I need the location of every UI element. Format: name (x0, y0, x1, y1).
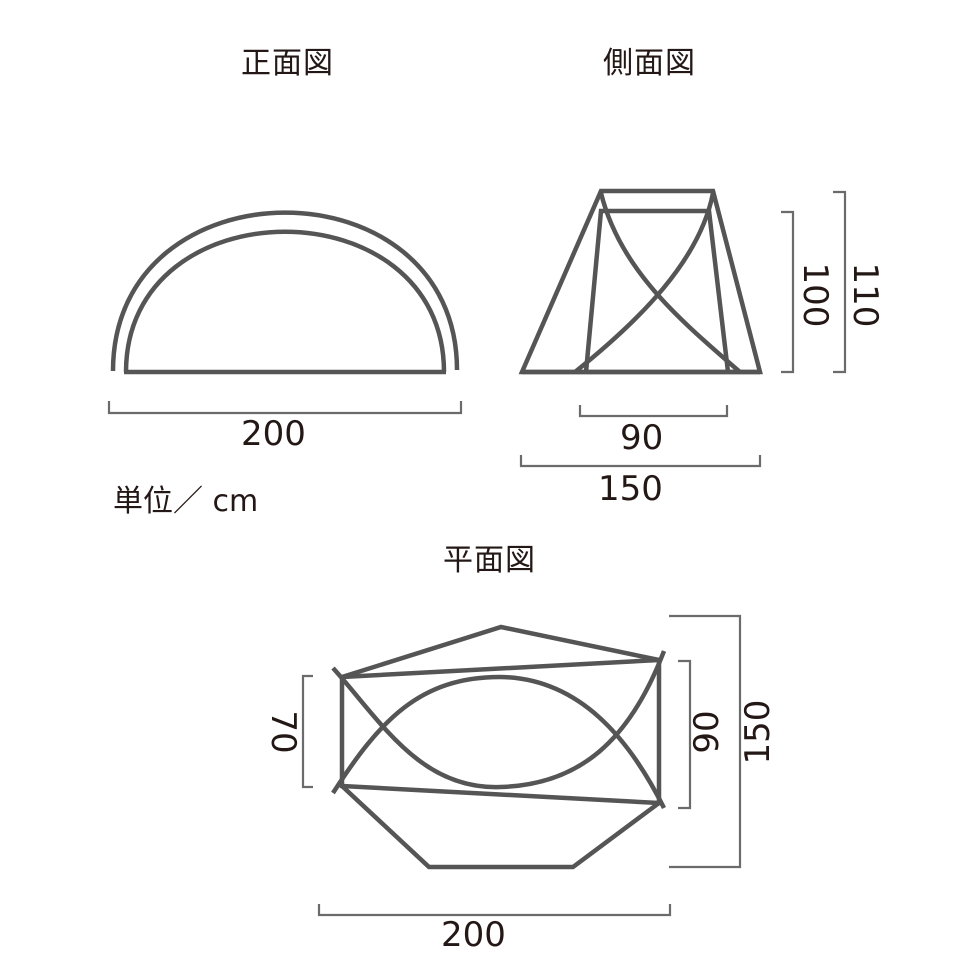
front-view-title: 正面図 (241, 46, 334, 81)
plan-pole-2 (331, 674, 667, 810)
side-inner-width-dimension-line (578, 405, 729, 418)
side-outer-width-dimension-line (519, 455, 762, 468)
side-inner-width-label: 90 (620, 418, 664, 458)
side-inner-height-label: 100 (795, 262, 835, 328)
plan-right-inner-depth-label: 90 (687, 710, 727, 754)
side-inner-frame (583, 208, 731, 373)
plan-left-depth-dimension-line (301, 674, 313, 789)
side-outer-width-label: 150 (598, 469, 663, 509)
plan-width-dimension-line (317, 904, 672, 917)
plan-right-outer-depth-label: 150 (738, 699, 778, 765)
plan-view-title: 平面図 (443, 543, 536, 578)
front-view-drawing (110, 210, 460, 375)
plan-pole-1 (331, 650, 667, 790)
plan-right-outer-depth-dimension-line (669, 614, 742, 869)
front-outer-arc (110, 210, 460, 372)
side-inner-height-dimension-line (781, 210, 795, 374)
plan-view-drawing (331, 624, 667, 870)
side-pole-1 (598, 192, 742, 374)
plan-width-label: 200 (441, 915, 506, 955)
side-outer-height-label: 110 (845, 262, 885, 328)
front-inner-arc (123, 229, 447, 373)
side-view-drawing (518, 188, 763, 375)
front-width-label: 200 (241, 414, 306, 454)
unit-label: 単位／ cm (113, 484, 259, 519)
side-outer-height-dimension-line (833, 190, 847, 374)
plan-right-inner-depth-dimension-line (678, 659, 692, 810)
plan-left-depth-label: 70 (263, 710, 303, 754)
front-width-dimension-line (107, 401, 463, 415)
plan-outer-outline (340, 624, 661, 870)
side-pole-2 (573, 192, 716, 374)
side-view-title: 側面図 (603, 46, 696, 81)
